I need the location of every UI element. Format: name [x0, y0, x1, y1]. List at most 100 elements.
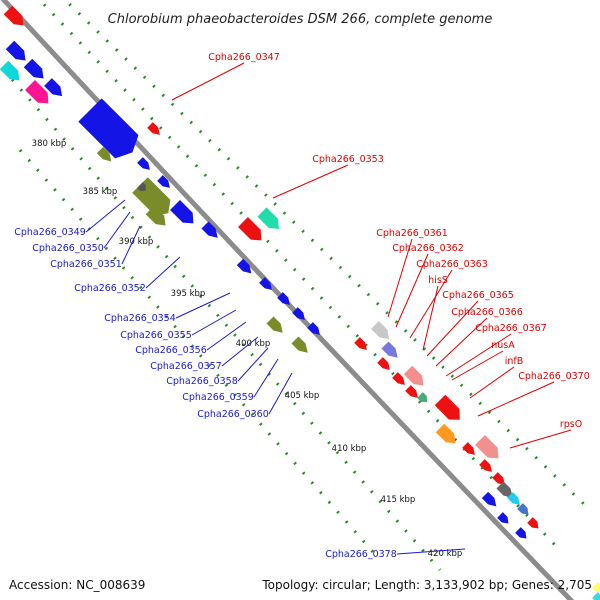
gene-arrow [592, 592, 600, 600]
label-leader-line [396, 548, 466, 555]
gene-arrow [157, 175, 170, 188]
tick-rings [0, 0, 592, 571]
gene-label: Cpha266_0357 [150, 361, 222, 372]
label-leader-line [221, 336, 259, 367]
gene-label: Cpha266_0362 [392, 243, 464, 254]
gene-arrow [25, 80, 49, 104]
gene-label: Cpha266_0355 [120, 330, 192, 341]
gene-arrow [403, 365, 424, 386]
gene-label: Cpha266_0350 [32, 243, 104, 254]
gene-arrow [435, 423, 456, 444]
gene-arrow [475, 435, 499, 459]
gene-label: Cpha266_0360 [197, 409, 269, 420]
gene-arrow [405, 385, 418, 398]
gene-arrow [307, 322, 320, 335]
gene-arrow [377, 357, 390, 370]
label-leader-line [268, 372, 293, 415]
gene-arrow [479, 459, 492, 472]
gene-label: Cpha266_0354 [104, 313, 176, 324]
gene-label: Cpha266_0365 [442, 290, 514, 301]
gene-arrow [238, 217, 262, 241]
gene-arrow [145, 205, 166, 226]
label-leader-line [509, 429, 572, 449]
gene-arrow [527, 517, 539, 529]
gene-label: Cpha266_0353 [312, 154, 384, 165]
gene-label: Cpha266_0351 [50, 259, 122, 270]
gene-arrow [277, 292, 290, 305]
scale-label: 380 kbp [32, 139, 67, 149]
gene-label: Cpha266_0366 [451, 307, 523, 318]
label-leader-line [422, 285, 439, 351]
gene-arrow [462, 442, 475, 455]
gene-label: Cpha266_0358 [166, 376, 238, 387]
gene-label: Cpha266_0367 [475, 323, 547, 334]
gene-arrow [170, 200, 194, 224]
gene-labels: Cpha266_0347Cpha266_0353Cpha266_0361Cpha… [14, 52, 590, 560]
gene-arrow [291, 336, 308, 353]
scale-label: 385 kbp [83, 187, 118, 197]
gene-arrow [354, 337, 367, 350]
label-leader-line [469, 366, 515, 399]
gene-arrow [266, 316, 283, 333]
label-leader-line [103, 211, 131, 249]
scale-label: 400 kbp [236, 339, 271, 349]
label-leader-line [175, 292, 231, 319]
genome-title: Chlorobium phaeobacteroides DSM 266, com… [108, 12, 493, 27]
accession-text: Accession: NC_008639 [9, 578, 146, 592]
gene-label: rpsO [560, 419, 582, 430]
label-leader-line [272, 164, 349, 199]
label-leader-line [477, 381, 555, 417]
gene-arrow [0, 60, 20, 81]
gene-label: infB [505, 356, 524, 367]
gene-arrow [392, 372, 405, 385]
gene-arrow [417, 392, 428, 403]
scale-label: 395 kbp [171, 289, 206, 299]
label-leader-line [451, 350, 504, 381]
gene-arrow [481, 491, 497, 507]
gene-features [0, 5, 600, 600]
tick-ring [0, 63, 442, 571]
tick-ring [62, 0, 592, 512]
gene-arrow [137, 157, 150, 170]
gene-arrow [201, 221, 218, 238]
label-leader-line [435, 317, 488, 367]
gene-arrow [23, 58, 44, 79]
label-leader-line [387, 238, 413, 318]
gene-arrow [137, 182, 146, 191]
gene-arrow [496, 481, 513, 498]
label-leader-line [253, 358, 279, 398]
gene-arrow [3, 5, 24, 26]
gene-arrow [259, 277, 272, 290]
gene-arrow [236, 258, 252, 274]
label-leader-line [445, 333, 512, 377]
scale-label: 390 kbp [119, 237, 154, 247]
scale-label: 410 kbp [332, 444, 367, 454]
gene-label: hisS [428, 275, 448, 286]
gene-label: Cpha266_0347 [208, 52, 280, 63]
gene-arrow [371, 321, 390, 340]
gene-label: Cpha266_0352 [74, 283, 146, 294]
gene-arrow [507, 492, 520, 505]
gene-label: Cpha266_0361 [376, 228, 448, 239]
label-leader-line [191, 309, 237, 336]
gene-label: Cpha266_0378 [325, 549, 397, 560]
gene-arrow [78, 98, 139, 159]
gene-arrow [257, 207, 279, 229]
gene-arrow [109, 127, 122, 140]
label-leader-line [206, 321, 247, 351]
label-leader-line [409, 269, 453, 339]
label-leader-line [426, 300, 479, 357]
gene-arrow [44, 78, 63, 97]
label-leader-line [85, 199, 126, 233]
topology-text: Topology: circular; Length: 3,133,902 bp… [262, 578, 592, 592]
label-leader-line [395, 253, 429, 328]
gene-label: Cpha266_0349 [14, 227, 86, 238]
gene-arrow [492, 472, 505, 485]
gene-label: nusA [491, 340, 515, 351]
gene-label: Cpha266_0356 [135, 345, 207, 356]
gene-arrow [5, 40, 26, 61]
label-leader-line [237, 347, 269, 382]
label-leader-line [121, 225, 141, 265]
gene-arrow [96, 146, 112, 162]
